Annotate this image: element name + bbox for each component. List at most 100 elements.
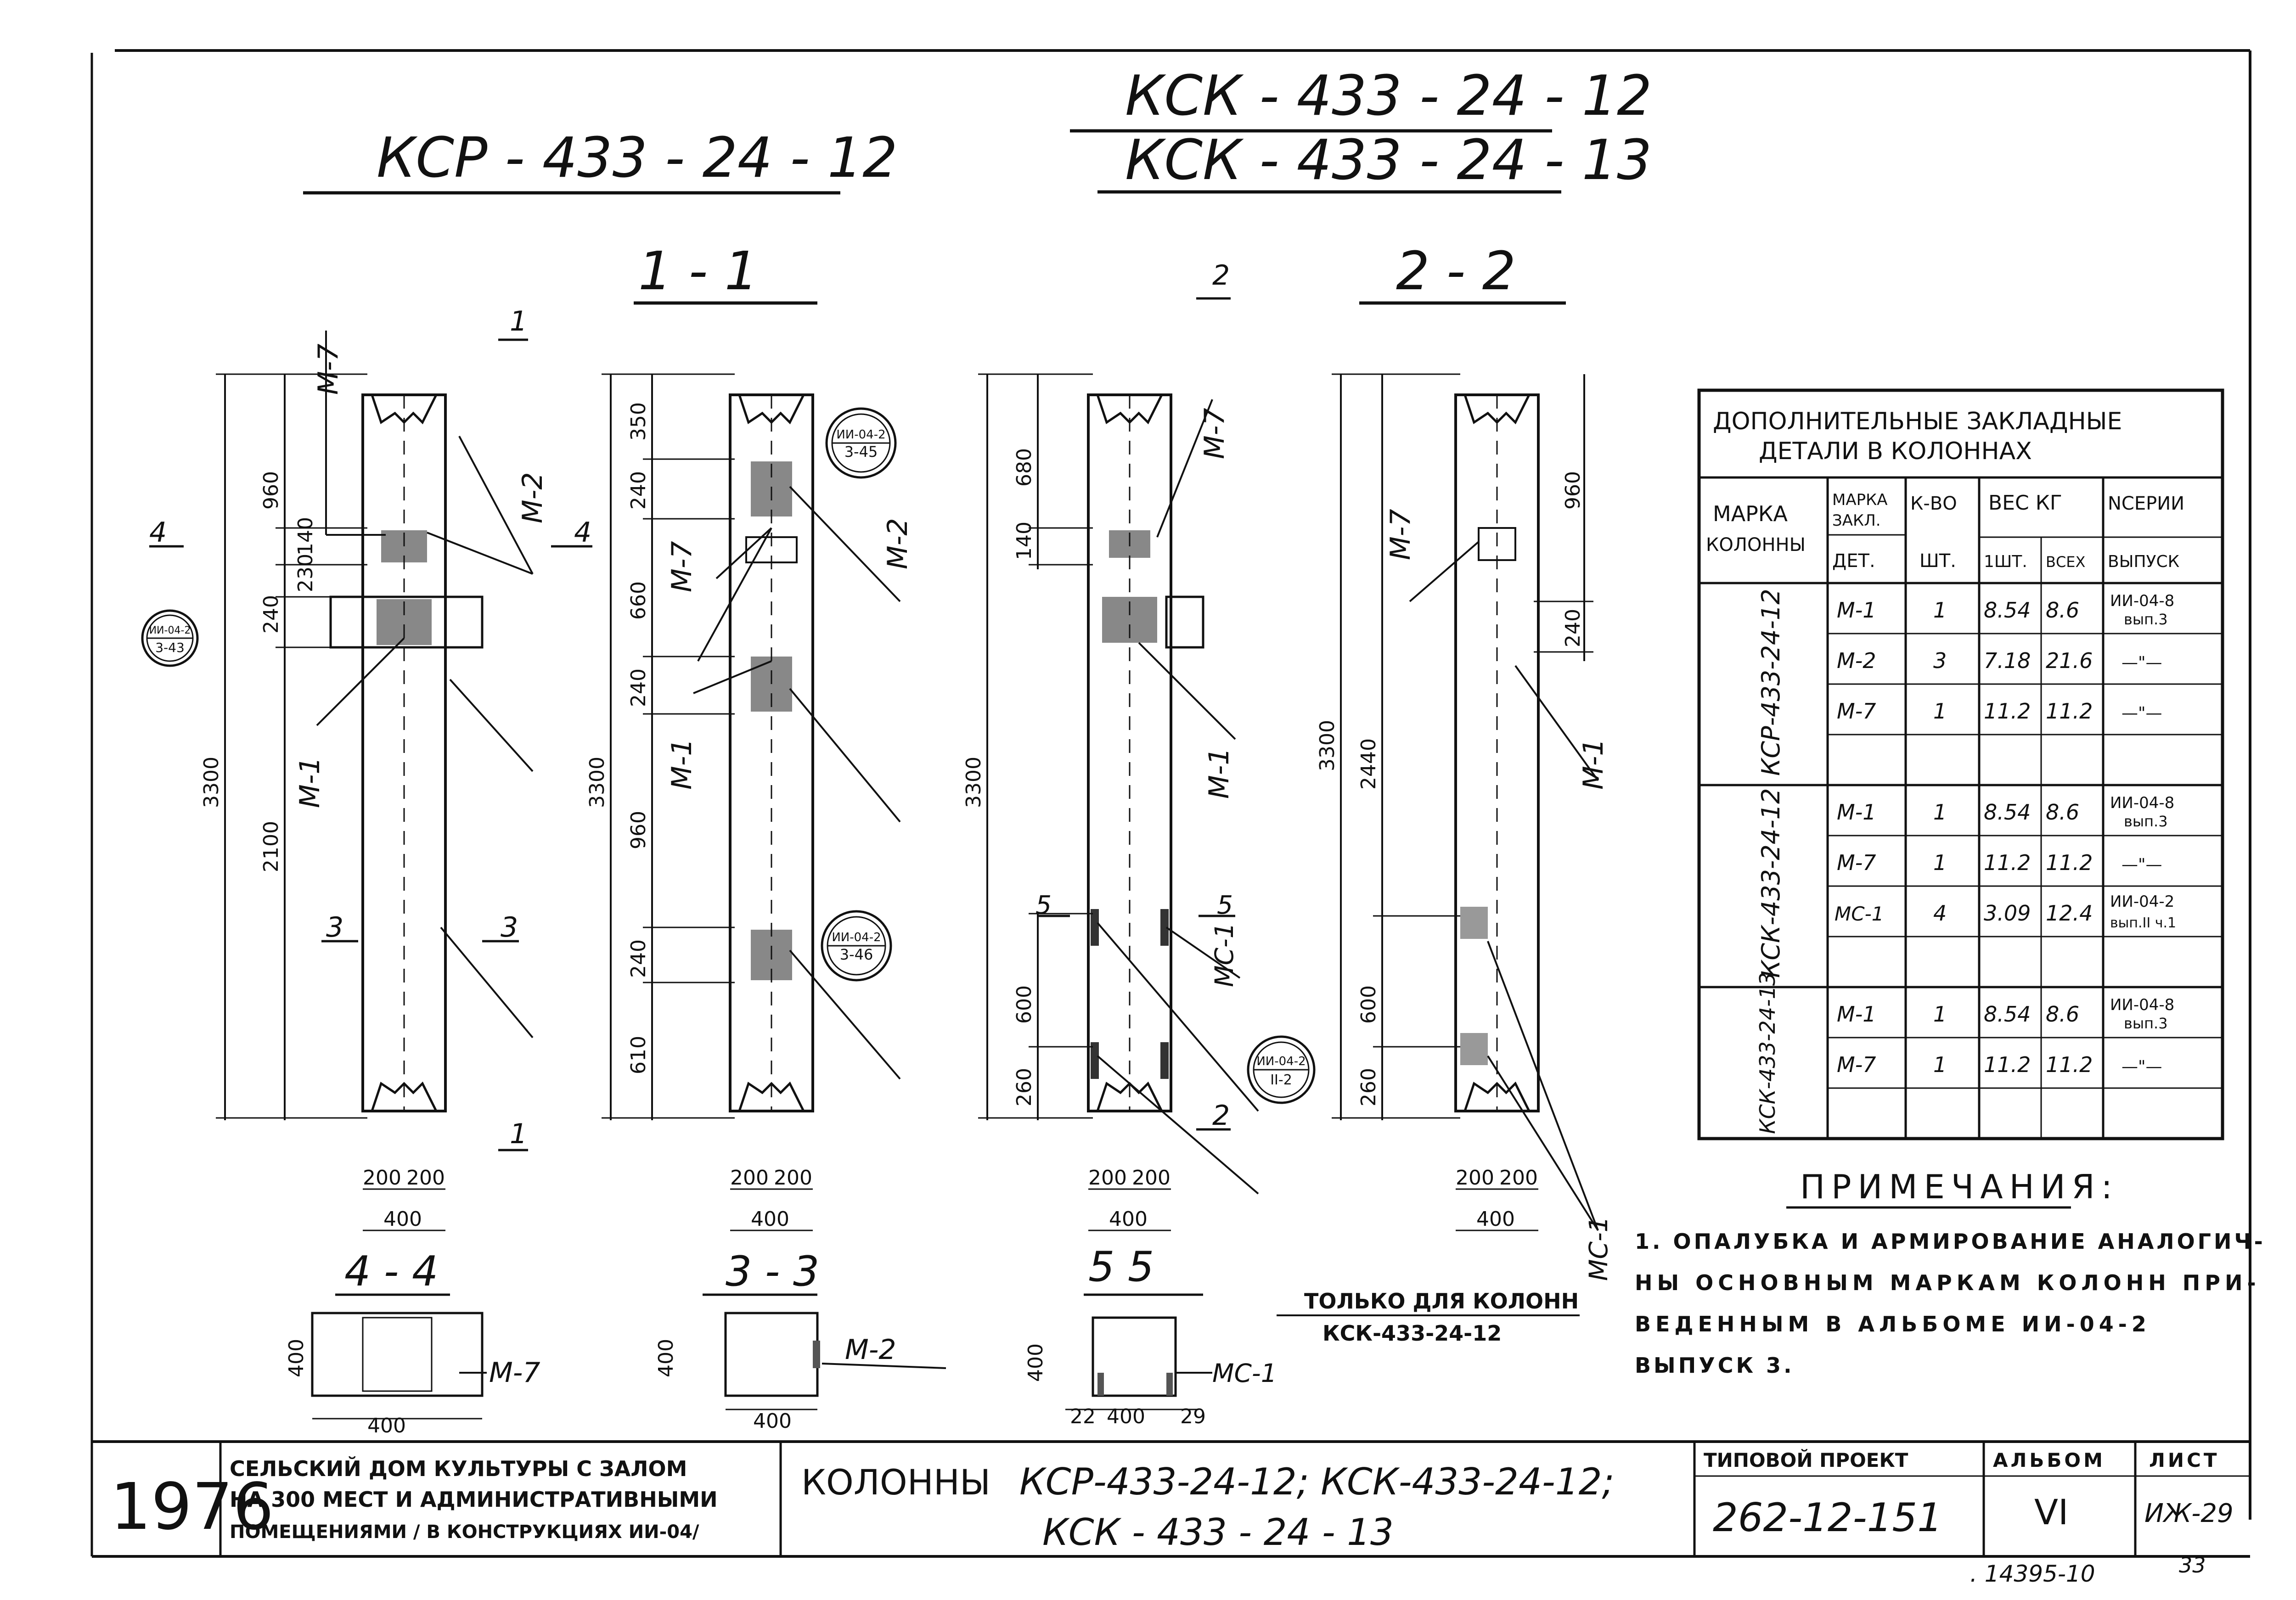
table-h-wall: ВСЕХ — [2046, 553, 2085, 571]
notes-heading: ПРИМЕЧАНИЯ: — [1800, 1168, 2119, 1206]
dim-3300-s2: 3300 — [1316, 720, 1339, 771]
cut-2-bottom: 2 — [1212, 1100, 1230, 1132]
table-cell-series: —"— — [2122, 1057, 2162, 1076]
table-cell-part: М-7 — [1837, 699, 1876, 724]
ref-2-bottom: 3-45 — [844, 443, 878, 460]
notes-line-4: ВЫПУСК 3. — [1635, 1353, 1795, 1378]
section-4-4-label: 4 - 4 — [344, 1247, 438, 1296]
title-project-label: ТИПОВОЙ ПРОЕКТ — [1704, 1448, 1908, 1471]
cut-5-right: 5 — [1217, 890, 1233, 920]
section-4-4-drawing — [311, 1312, 487, 1420]
table-cell-issue: вып.3 — [2124, 1015, 2168, 1032]
column-section-2-2-elevation — [1409, 393, 1599, 1231]
part-ms1-label-s2: МС-1 — [1584, 1216, 1613, 1281]
part-m1-label-ksr: М-1 — [294, 757, 326, 808]
table-cell-wall: 21.6 — [2046, 648, 2093, 673]
table-cell-series: ИИ-04-8 — [2110, 996, 2174, 1014]
ref-1-bottom: 3-43 — [155, 640, 185, 655]
dim-660-s1: 660 — [627, 581, 650, 620]
part-m7-label-ksr: М-7 — [312, 343, 344, 395]
table-cell-wall: 8.6 — [2046, 1002, 2079, 1027]
dim-3300-s1: 3300 — [585, 757, 609, 808]
table-cell-wall: 11.2 — [2046, 1052, 2093, 1077]
dim-22-s55: 22 — [1070, 1405, 1096, 1428]
dim-260-ksk: 260 — [1013, 1068, 1036, 1106]
table-cell-qty: 1 — [1933, 598, 1947, 623]
only-for-line-2: КСК-433-24-12 — [1322, 1321, 1502, 1346]
table-cell-w1: 8.54 — [1984, 800, 2031, 825]
reference-circle-1 — [141, 609, 199, 667]
section-1-1-label: 1 - 1 — [638, 241, 758, 302]
dim-200-b1: 200 — [406, 1166, 445, 1190]
dim-350-s1: 350 — [627, 402, 650, 441]
table-cell-part: М-7 — [1837, 1052, 1876, 1077]
section-2-2-label: 2 - 2 — [1396, 241, 1516, 302]
title-sheet-value: ИЖ-29 — [2144, 1499, 2234, 1528]
dim-240-s2: 240 — [1561, 609, 1585, 647]
table-h-series-2: ВЫПУСК — [2108, 552, 2179, 571]
dim-200-b3: 200 — [1132, 1166, 1171, 1190]
ref-2-top: ИИ-04-2 — [836, 428, 885, 442]
title-desc-3: ПОМЕЩЕНИЯМИ / В КОНСТРУКЦИЯХ ИИ-04/ — [230, 1521, 699, 1543]
table-h-weight: ВЕС КГ — [1988, 491, 2062, 515]
table-h-series: NСЕРИИ — [2108, 493, 2184, 514]
title-album-label: АЛЬБОМ — [1993, 1449, 2105, 1471]
dim-240-s1-c: 240 — [627, 939, 650, 978]
dim-610-s1: 610 — [627, 1036, 650, 1074]
dim-400-s33-w: 400 — [753, 1409, 792, 1433]
dim-680-ksk: 680 — [1013, 448, 1036, 487]
table-group-3-column: КСК-433-24-13 — [1755, 972, 1780, 1134]
part-m7-label-s2: М-7 — [1384, 509, 1417, 560]
section-3-3-drawing — [724, 1312, 946, 1410]
part-ms1-label-ksk: МС-1 — [1210, 922, 1239, 987]
title-ksk-13: КСК - 433 - 24 - 13 — [1125, 129, 1652, 192]
column-ksk-elevation — [1087, 393, 1259, 1195]
table-cell-w1: 11.2 — [1984, 1052, 2031, 1077]
dim-400-1: 400 — [383, 1207, 422, 1231]
section-3-3-label: 3 - 3 — [726, 1247, 819, 1296]
dim-240-s1-a: 240 — [627, 471, 650, 510]
title-album-value: VI — [2034, 1492, 2068, 1533]
table-cell-series: ИИ-04-8 — [2110, 592, 2174, 610]
table-cell-part: М-7 — [1837, 850, 1876, 875]
dim-200-b4: 200 — [1499, 1166, 1538, 1190]
title-desc-2: НА 300 МЕСТ И АДМИНИСТРАТИВНЫМИ — [230, 1487, 718, 1512]
table-cell-wall: 8.6 — [2046, 800, 2079, 825]
table-cell-part: М-1 — [1837, 800, 1876, 825]
table-cell-series: ИИ-04-2 — [2110, 893, 2174, 911]
notes-line-2: НЫ ОСНОВНЫМ МАРКАМ КОЛОНН ПРИ- — [1635, 1270, 2261, 1295]
table-h-w1: 1ШТ. — [1984, 552, 2027, 571]
dim-200-b2: 200 — [774, 1166, 812, 1190]
cut-3-left: 3 — [326, 911, 343, 943]
width-dimensions — [363, 1188, 1538, 1231]
notes-line-1: 1. ОПАЛУБКА И АРМИРОВАНИЕ АНАЛОГИЧ- — [1635, 1229, 2266, 1254]
part-m2-label-s1: М-2 — [882, 518, 914, 569]
cut-5-left: 5 — [1035, 890, 1052, 920]
dim-240-s1-b: 240 — [627, 668, 650, 707]
table-cell-wall: 11.2 — [2046, 699, 2093, 724]
table-h-qty: К-ВО — [1910, 493, 1957, 514]
table-h-qty-2: ШТ. — [1919, 550, 1956, 572]
title-columns-label: КОЛОННЫ — [801, 1462, 990, 1503]
cut-2-top: 2 — [1212, 259, 1230, 292]
cut-4-right: 4 — [574, 516, 591, 549]
table-cell-w1: 7.18 — [1984, 648, 2031, 673]
column-ksr-dimensions — [216, 373, 367, 1120]
part-m1-label-s1: М-1 — [666, 738, 698, 790]
column-section-1-1-dimensions — [602, 373, 735, 1120]
cut-1-bottom: 1 — [510, 1118, 527, 1150]
notes-line-3: ВЕДЕННЫМ В АЛЬБОМЕ ИИ-04-2 — [1635, 1312, 2151, 1336]
ref-1-top: ИИ-04-2 — [149, 625, 191, 636]
dim-140-ksk: 140 — [1013, 522, 1036, 560]
reference-circle-4 — [1247, 1035, 1316, 1104]
table-cell-wall: 12.4 — [2046, 901, 2093, 926]
ref-4-bottom: II-2 — [1270, 1072, 1292, 1088]
ref-3-bottom: 3-46 — [840, 946, 873, 963]
cut-3-right: 3 — [501, 911, 518, 943]
cut-1-top: 1 — [510, 305, 527, 337]
dim-400-s44-w: 400 — [367, 1414, 406, 1437]
dim-400-2: 400 — [751, 1207, 789, 1231]
section-5-5-label: 5 5 — [1088, 1243, 1154, 1291]
table-h-mark-col: МАРКА — [1713, 501, 1788, 526]
table-cell-wall: 11.2 — [2046, 850, 2093, 875]
